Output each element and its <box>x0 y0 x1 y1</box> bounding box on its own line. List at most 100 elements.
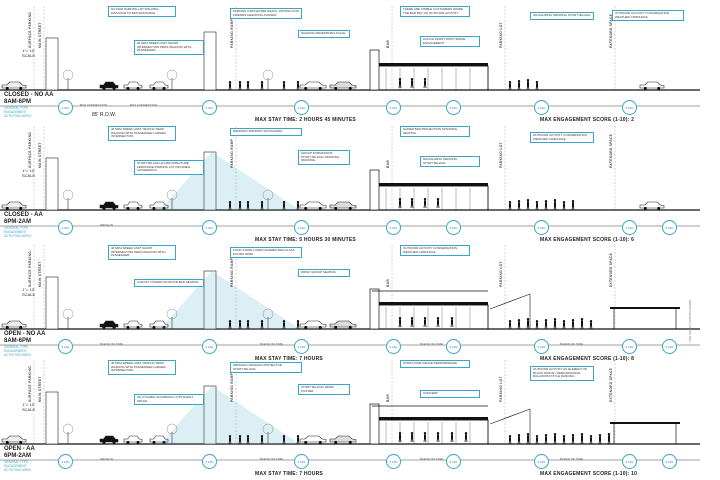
annotation-note: WALKING PEDESTRIAN SCALE <box>298 30 350 38</box>
row-label-bar: BAR <box>386 393 390 402</box>
engagement-bubble: 3 ADL <box>622 220 637 235</box>
light-projection <box>160 271 300 329</box>
legend-item: GENERAL TYPE <box>4 106 29 110</box>
pedestrian-figure <box>238 201 242 211</box>
pedestrian-figure <box>246 320 250 330</box>
row-label-surface_parking: SURFACE PARKING <box>28 250 32 287</box>
engagement-bubble: 5 ADL <box>446 220 461 235</box>
outdoor-figure <box>589 320 593 330</box>
tree-icon <box>262 308 274 329</box>
panel-title: OPEN - AA <box>4 446 35 452</box>
bar-patron-figure <box>423 317 427 328</box>
scale-ratio: 1"= 10' <box>22 402 35 407</box>
pedestrian-figure <box>260 201 264 211</box>
connection-label: BLEND OF TIME <box>420 342 443 346</box>
row-label-main_street: MAIN STREET <box>38 376 42 402</box>
row-label-main_street: MAIN STREET <box>38 22 42 48</box>
connection-label: DRIVE-IN <box>100 457 114 461</box>
engagement-bubble: 3 ADL <box>294 339 309 354</box>
outdoor-figure <box>517 434 521 445</box>
outdoor-figure <box>580 433 584 445</box>
pedestrian-figure <box>260 320 264 330</box>
traffic-car-icon <box>123 435 143 444</box>
outdoor-figure <box>517 80 521 91</box>
legend-item: ACTIVITIES AREA <box>4 352 31 357</box>
bar-patron-figure <box>398 198 402 209</box>
bar-patron-figure <box>450 432 454 443</box>
tree-icon <box>62 308 74 329</box>
legend-item: ENGAGEMENT <box>4 348 27 353</box>
legend-item: ENGAGEMENT <box>4 109 27 114</box>
parked-car-icon <box>299 435 327 444</box>
pedestrian-figure <box>296 201 300 211</box>
annotation-note: OUTDOOR ACTIVITY CONVERSATION WEATHER CO… <box>400 245 470 257</box>
annotation-note: OUTDOOR ACTIVITY CONVERSATION WEATHER CO… <box>530 132 594 144</box>
outdoor-figure <box>544 434 548 445</box>
engagement-bubble: 3 ADL <box>534 100 549 115</box>
scale-indicator: 1"= 10'SCALE <box>22 48 35 58</box>
pedestrian-figure <box>282 320 286 330</box>
pedestrian-figure <box>246 201 250 211</box>
outdoor-figure <box>517 200 521 211</box>
outdoor-figure <box>544 319 548 330</box>
pedestrian-figure <box>296 81 300 91</box>
scale-label: SCALE <box>22 53 36 58</box>
outdoor-figure <box>553 199 557 211</box>
bar-patron-figure <box>398 317 402 328</box>
parked-car-icon <box>329 81 357 90</box>
scale-ratio: 1"= 10' <box>22 287 35 292</box>
traffic-car-icon <box>99 320 119 329</box>
annotation-note: COUCH FRONT PATIO SPACE ENGAGEMENT <box>420 36 480 48</box>
streetlight-tower <box>45 37 59 91</box>
annotation-note: 40 MPH SPEED LIMIT TRAFFIC PEDS WALKING … <box>108 360 176 375</box>
traffic-car-icon <box>99 435 119 444</box>
pedestrian-figure <box>260 435 264 445</box>
traffic-car-icon <box>149 201 169 210</box>
pedestrian-figure <box>246 435 250 445</box>
annotation-note: AN UTILIZED 40 PARKING LOTS EVENT SPACE <box>134 394 204 406</box>
tree-icon <box>262 189 274 210</box>
connection-label: BLEND OF TIME <box>260 342 283 346</box>
light-projection <box>160 152 300 210</box>
engagement-bubble: 5 ADL <box>534 454 549 469</box>
outdoor-figure <box>535 201 539 211</box>
annotation-note: 40 MPH SPEED LIMIT SHORT INTERSECTION PE… <box>108 245 176 260</box>
outdoor-figure <box>535 320 539 330</box>
outdoor-figure <box>526 199 530 211</box>
outdoor-canopy <box>610 307 680 309</box>
outdoor-figure <box>571 319 575 330</box>
legend-item: GENERAL TYPE <box>4 345 29 349</box>
parked-car-icon <box>1 201 27 210</box>
pedestrian-figure <box>246 81 250 91</box>
bar-patron-figure <box>410 317 414 328</box>
outdoor-figure <box>517 319 521 330</box>
streetlight-tower <box>45 391 59 445</box>
outdoor-figure <box>598 434 602 445</box>
stair-structure <box>489 408 531 444</box>
tree-icon <box>166 423 178 444</box>
sheet-credit: URBAN DESIGN STUDIO 2023 <box>688 300 692 343</box>
pedestrian-figure <box>228 81 232 91</box>
outdoor-figure <box>544 200 548 211</box>
bar-patron-figure <box>436 198 440 209</box>
traffic-car-icon <box>123 201 143 210</box>
parked-car-icon <box>329 201 357 210</box>
annotation-note: DRINKING SMOKING PROJECTOR STORYTELLING <box>230 362 302 374</box>
bar-building <box>377 304 489 330</box>
tree-icon <box>262 69 274 90</box>
bar-building <box>377 419 489 445</box>
parked-car-icon <box>299 81 327 90</box>
annotation-note: SLIDER BAR PROJECTION STANDING SEATING <box>400 126 470 138</box>
parking-structure <box>203 270 217 330</box>
engagement-bubble: 5 ADL <box>386 100 401 115</box>
bar-patron-figure <box>436 317 440 328</box>
scale-indicator: 1"= 10'SCALE <box>22 287 35 297</box>
bar-patron-figure <box>423 198 427 209</box>
outdoor-figure <box>562 435 566 445</box>
panel-title: CLOSED - NO AA <box>4 92 54 98</box>
annotation-note: CONCERT <box>420 390 480 398</box>
streetlight-tower <box>45 157 59 211</box>
pedestrian-figure <box>228 320 232 330</box>
annotation-note: PARKING CARS ENTER READY, WAITING FOR FR… <box>230 8 302 20</box>
